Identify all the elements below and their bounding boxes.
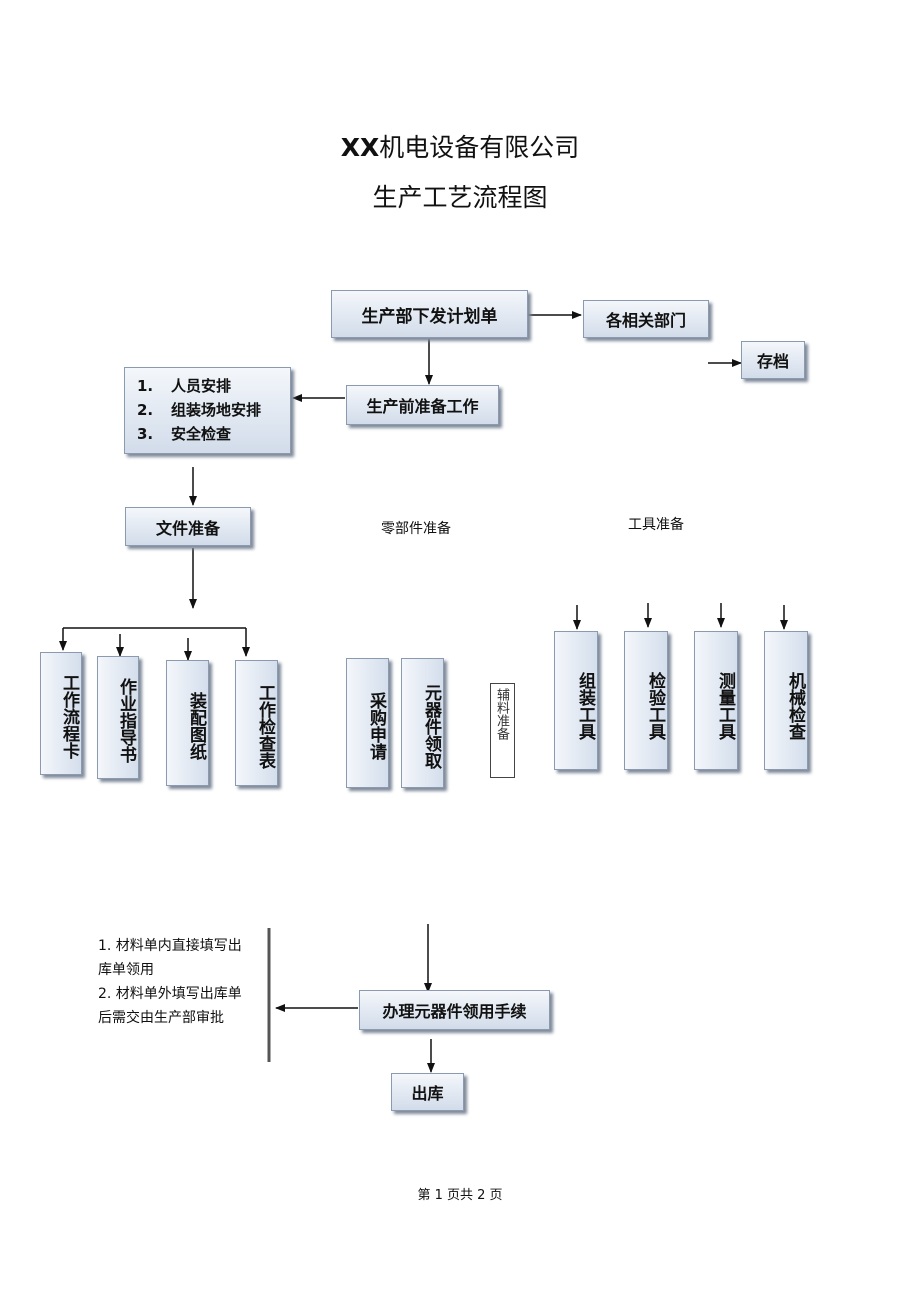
note-line: 2. 材料单外填写出库单: [98, 986, 242, 1002]
prep-item: 3.安全检查: [137, 424, 232, 443]
tool-item-inspection-tools: 检验工具: [624, 631, 668, 770]
doc-item-assembly-drawings: 装配图纸: [166, 660, 209, 786]
diagram-title: 生产工艺流程图: [372, 183, 548, 212]
procedure-box: 办理元器件领用手续: [359, 990, 550, 1030]
tools-label: 工具准备: [628, 517, 684, 533]
doc-item-work-instructions: 作业指导书: [97, 656, 139, 779]
aux-materials-box: 辅料准备: [490, 683, 515, 778]
departments-box: 各相关部门: [583, 300, 709, 338]
outbound-box: 出库: [391, 1073, 464, 1111]
parts-label: 零部件准备: [381, 521, 451, 537]
note-line: 后需交由生产部审批: [98, 1010, 224, 1026]
tool-item-measuring-tools: 测量工具: [694, 631, 738, 770]
prep-box: 生产前准备工作: [346, 385, 499, 425]
prep-items-box: 1.人员安排 2.组装场地安排 3.安全检查: [124, 367, 291, 454]
plan-box: 生产部下发计划单: [331, 290, 528, 338]
docs-box: 文件准备: [125, 507, 251, 546]
part-item-component-pickup: 元器件领取: [401, 658, 444, 788]
prep-items-list: 1.人员安排 2.组装场地安排 3.安全检查: [137, 375, 261, 447]
prep-item: 2.组装场地安排: [137, 400, 262, 419]
archive-box: 存档: [741, 341, 805, 379]
note-line: 库单领用: [98, 962, 154, 978]
tool-item-assembly-tools: 组装工具: [554, 631, 598, 770]
doc-item-inspection-sheet: 工作检查表: [235, 660, 278, 786]
doc-item-workflow-card: 工作流程卡: [40, 652, 82, 775]
tool-item-mechanical-check: 机械检查: [764, 631, 808, 770]
page-footer: 第 1 页共 2 页: [417, 1188, 503, 1203]
part-item-purchase-request: 采购申请: [346, 658, 389, 788]
prep-item: 1.人员安排: [137, 376, 232, 395]
note-line: 1. 材料单内直接填写出: [98, 938, 242, 954]
company-title: XX机电设备有限公司: [340, 133, 580, 162]
notes-text: 1. 材料单内直接填写出 库单领用 2. 材料单外填写出库单 后需交由生产部审批: [98, 934, 242, 1030]
